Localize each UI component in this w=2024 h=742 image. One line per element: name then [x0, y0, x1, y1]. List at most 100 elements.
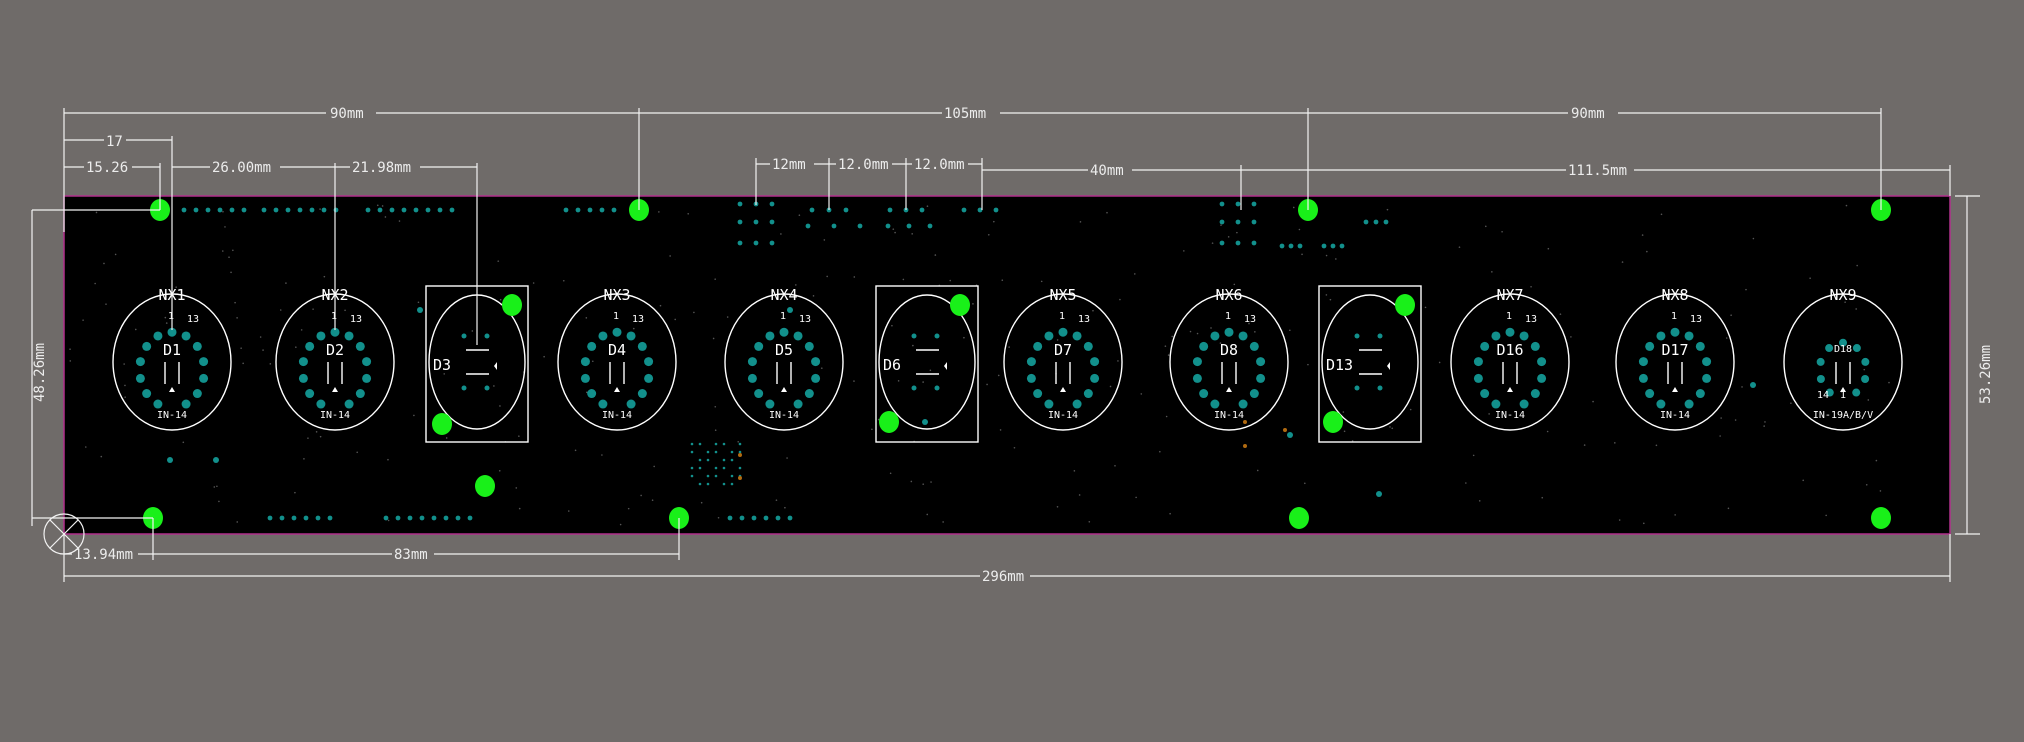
mounting-hole — [475, 475, 495, 497]
pin-pad — [637, 389, 647, 399]
pin-pad — [1192, 373, 1202, 383]
pin-pad — [135, 357, 145, 367]
via — [1219, 219, 1225, 225]
diode-label: D8 — [1220, 341, 1238, 359]
mounting-hole — [1871, 507, 1891, 529]
pin-pad — [644, 357, 654, 367]
pin-pad — [1825, 388, 1834, 397]
pin-pad — [1505, 327, 1515, 337]
via — [297, 207, 303, 213]
component-d6[interactable]: D6 — [875, 285, 979, 443]
via — [193, 207, 199, 213]
dim-105mm: 105mm — [944, 106, 986, 122]
pin-pad — [754, 389, 764, 399]
pad — [484, 385, 490, 391]
via — [737, 240, 743, 246]
via — [1750, 382, 1756, 388]
pin-pad — [1072, 399, 1082, 409]
mounting-hole — [1289, 507, 1309, 529]
pin1-marker-icon — [332, 387, 338, 392]
pin-pad — [298, 357, 308, 367]
via — [395, 515, 401, 521]
via — [365, 207, 371, 213]
pad — [934, 385, 940, 391]
pin-pad — [637, 341, 647, 351]
pin-pad — [626, 331, 636, 341]
vias-layer — [69, 201, 1890, 526]
pin-pad — [362, 357, 372, 367]
pin-pad — [192, 389, 202, 399]
component-d13[interactable]: D13 — [1318, 285, 1422, 443]
via — [167, 457, 173, 463]
tube-ref-label: NX9 — [1829, 286, 1856, 304]
via — [1330, 243, 1336, 249]
dim-48-26mm: 48.26mm — [32, 343, 48, 402]
pin-pad — [1702, 357, 1712, 367]
pin-pad — [580, 373, 590, 383]
diode-label: D6 — [883, 356, 901, 374]
pin-13-label: 13 — [187, 314, 199, 325]
dimension-layer: 90mm 105mm 90mm 17 15.26 26.00mm 21.98mm… — [31, 104, 1994, 585]
via — [1243, 420, 1247, 424]
pin-pad — [1199, 389, 1209, 399]
via — [1219, 240, 1225, 246]
dim-17: 17 — [106, 134, 123, 150]
via — [229, 207, 235, 213]
pin-pad — [199, 357, 209, 367]
via — [413, 207, 419, 213]
pin-pad — [580, 357, 590, 367]
dim-83mm: 83mm — [394, 547, 428, 563]
pin-pad — [1238, 399, 1248, 409]
dim-111-5mm: 111.5mm — [1568, 163, 1627, 179]
pin-pad — [1044, 399, 1054, 409]
pin-pad — [626, 399, 636, 409]
pin-pad — [1656, 399, 1666, 409]
pin-pad — [1044, 331, 1054, 341]
pin-pad — [1695, 341, 1705, 351]
via — [1235, 240, 1241, 246]
via — [467, 515, 473, 521]
pin-pad — [362, 373, 372, 383]
pin1-marker-icon — [169, 387, 175, 392]
pin-pad — [793, 399, 803, 409]
via — [273, 207, 279, 213]
pin-1-label: 1 — [780, 311, 786, 322]
pin-13-label: 13 — [1690, 314, 1702, 325]
via — [857, 223, 863, 229]
via — [303, 515, 309, 521]
via — [919, 207, 925, 213]
pin-pad — [1058, 327, 1068, 337]
pad — [911, 385, 917, 391]
tube-type-label: IN-14 — [1495, 410, 1525, 421]
tube-ref-label: NX4 — [770, 286, 797, 304]
pin1-marker-icon — [1840, 387, 1846, 392]
pin-pad — [1816, 374, 1825, 383]
tube-outline — [557, 293, 677, 431]
via — [449, 207, 455, 213]
pin-pad — [765, 399, 775, 409]
via — [1251, 201, 1257, 207]
via — [769, 240, 775, 246]
pin-pad — [305, 341, 315, 351]
pin-13-label: 13 — [1244, 314, 1256, 325]
pin-pad — [1090, 357, 1100, 367]
via — [977, 207, 983, 213]
via — [1288, 243, 1294, 249]
mounting-holes-layer — [143, 199, 1891, 529]
pin-pad — [305, 389, 315, 399]
via — [181, 207, 187, 213]
component-d3[interactable]: D3 — [425, 285, 529, 443]
pin-pad — [1238, 331, 1248, 341]
via — [1297, 243, 1303, 249]
pin-pad — [355, 389, 365, 399]
diode-label: D5 — [775, 341, 793, 359]
